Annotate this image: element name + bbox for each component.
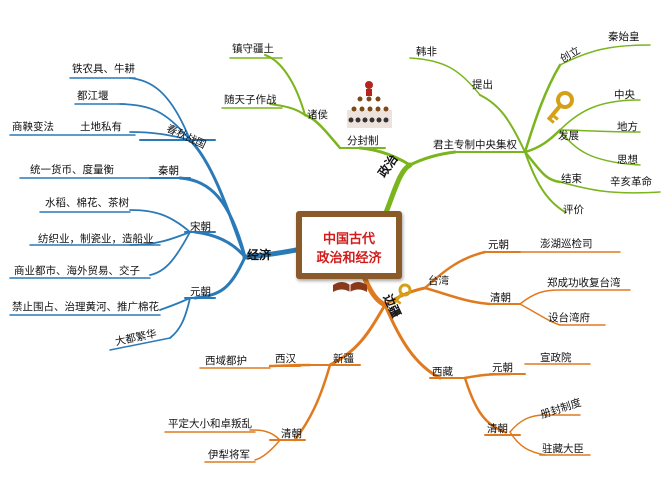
duhu-label: 西域都护 [205,355,247,367]
center-topic-inner [302,217,396,273]
fenfeng-to-zhuhou [303,113,342,150]
center-title-line2: 政治和经济 [316,251,382,266]
fenfeng-item-1: 镇守疆土 [232,43,274,55]
central-to-proposal [479,94,526,153]
shang-yang-reform: 商鞅变法 [12,121,54,133]
xjqing-to-item1 [249,429,281,441]
chunqiu-to-land [129,131,191,141]
economy-to-chunqiu [188,138,247,259]
fenfeng-label: 分封制 [347,135,379,147]
song-to-crops [129,209,191,233]
economy-trunk [242,247,299,260]
frontier-trunk [362,276,388,308]
xj-qing-label: 清朝 [281,428,302,440]
song-label: 宋朝 [190,221,211,233]
dev-to-center [559,99,641,131]
chunqiu-to-tools [129,77,191,141]
key-icon-frontier [392,283,412,305]
proposal-label: 提出 [472,79,493,91]
central-to-end [523,150,562,184]
tqing-to-item2 [509,431,546,456]
zheng-label: 郑成功收复台湾 [547,277,621,289]
evaluation-label: 评价 [563,204,584,216]
book-icon [333,282,367,292]
chunqiu-item-3: 土地私有 [80,121,122,133]
yuan-to-item2 [169,297,191,339]
proposal-to-hanfei [409,57,481,96]
yuan-item2-underline [109,337,171,351]
qin-shihuang-label: 秦始皇 [608,31,640,43]
yuan-econ-item-1: 禁止围占、治理黄河、推广棉花 [12,301,159,313]
central-to-founding [523,63,562,154]
tibet-qing-label: 清朝 [487,423,508,435]
xinjiang-label: 新疆 [333,353,354,365]
dev-center-label: 中央 [614,89,635,101]
xinjiang-to-qing [293,363,332,442]
key-icon-politics [546,91,574,124]
xinhai-label: 辛亥革命 [610,176,652,188]
taiwan-to-yuan [423,250,487,290]
xjqing-to-item2 [254,439,281,461]
yuan-to-item1 [159,297,191,311]
frontier-to-tibet [383,303,442,380]
end-label: 结束 [561,173,582,185]
economy-to-qin [178,176,247,259]
qing-to-zheng [519,289,561,305]
centralization-label: 君主专制中央集权 [433,139,517,151]
song-item-2: 纺织业，制瓷业，造船业 [38,233,154,245]
song-to-commerce [149,231,191,276]
central-to-eval [524,151,566,213]
qin-label: 秦朝 [158,165,179,177]
tqing-to-item1 [509,414,546,433]
xihan-label: 西汉 [275,353,296,365]
dev-to-local [559,129,641,133]
tibet-qing-item-2: 驻藏大臣 [542,443,584,455]
zhuhou-label: 诸侯 [307,109,328,121]
taiwan-yuan-label: 元朝 [488,239,509,251]
song-item-3: 商业都市、海外贸易、交子 [14,265,140,277]
taiwan-qing-label: 清朝 [490,292,511,304]
taiwan-fu-label: 设台湾府 [548,312,590,324]
dev-to-thought [559,129,641,166]
zhuhou-to-item1 [264,54,306,116]
chunqiu-item-2: 都江堰 [77,90,109,102]
royal-court-icon [347,81,392,128]
song-item-1: 水稻、棉花、茶树 [45,197,129,209]
xj-qing-item-1: 平定大小和卓叛乱 [168,418,252,430]
fenfeng-item-2: 随天子作战 [224,94,277,106]
center-title-line1: 中国古代 [322,232,375,247]
dev-local-label: 地方 [617,121,638,133]
center-topic-board: 中国古代 政治和经济 [296,211,402,279]
xuanzheng-label: 宣政院 [540,352,572,364]
dev-thought-label: 思想 [617,154,638,166]
frontier-to-xinjiang [328,303,387,367]
chunqiu-to-dujiangyan [119,103,191,141]
penghu-label: 澎湖巡检司 [540,238,593,250]
tibet-to-qing [463,376,507,434]
central-to-development [523,128,562,154]
tibet-label: 西藏 [432,366,453,378]
taiwan-label: 台湾 [428,275,449,287]
founding-to-qin [559,44,651,66]
chunqiu-item-1: 铁农具、牛耕 [72,63,135,75]
tibet-yuan-label: 元朝 [492,362,513,374]
end-to-revolution [559,181,661,194]
xj-qing-item-2: 伊犁将军 [208,449,250,461]
qing-to-fu [519,303,561,326]
yuan-econ-label: 元朝 [190,286,211,298]
politics-to-central [408,150,457,167]
politics-trunk [382,162,413,218]
hanfei-label: 韩非 [416,46,437,58]
zhuhou-to-item2 [269,103,306,116]
qin-item: 统一货币、度量衡 [30,164,114,176]
taiwan-to-qing [423,286,492,306]
economy-label: 经济 [247,248,272,262]
development-label: 发展 [558,130,579,142]
